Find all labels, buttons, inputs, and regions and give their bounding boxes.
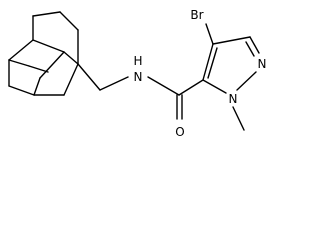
- atom-label-nh: N: [134, 70, 143, 84]
- atom-label-n2: N: [258, 57, 267, 71]
- bond: [236, 71, 257, 91]
- bond: [202, 79, 227, 94]
- bond: [39, 51, 65, 79]
- atom-label-n1: N: [229, 92, 238, 106]
- bond: [147, 76, 180, 96]
- bond: [63, 63, 79, 96]
- chemical-structure: N H O Br N N: [8, 8, 267, 139]
- bond: [202, 43, 214, 81]
- bond: [77, 63, 101, 91]
- bond: [8, 85, 35, 96]
- bond: [59, 11, 79, 31]
- bond: [249, 36, 260, 54]
- bond: [178, 79, 204, 96]
- bond: [32, 39, 65, 53]
- pyrazole-ring: [202, 36, 260, 94]
- bond: [212, 36, 251, 45]
- bond: [8, 39, 34, 61]
- bond: [8, 59, 30, 67]
- bond: [63, 51, 79, 65]
- atom-label-h: H: [133, 54, 142, 68]
- atom-label-br: Br: [190, 8, 203, 22]
- bond: [205, 23, 214, 45]
- adamantyl-group: [8, 11, 79, 96]
- bond: [232, 106, 245, 131]
- bond: [207, 47, 218, 79]
- bond: [28, 65, 49, 73]
- bond: [33, 77, 41, 96]
- bond: [245, 41, 255, 57]
- atom-label-o: O: [175, 125, 184, 139]
- bond: [99, 76, 129, 91]
- bond: [32, 11, 61, 17]
